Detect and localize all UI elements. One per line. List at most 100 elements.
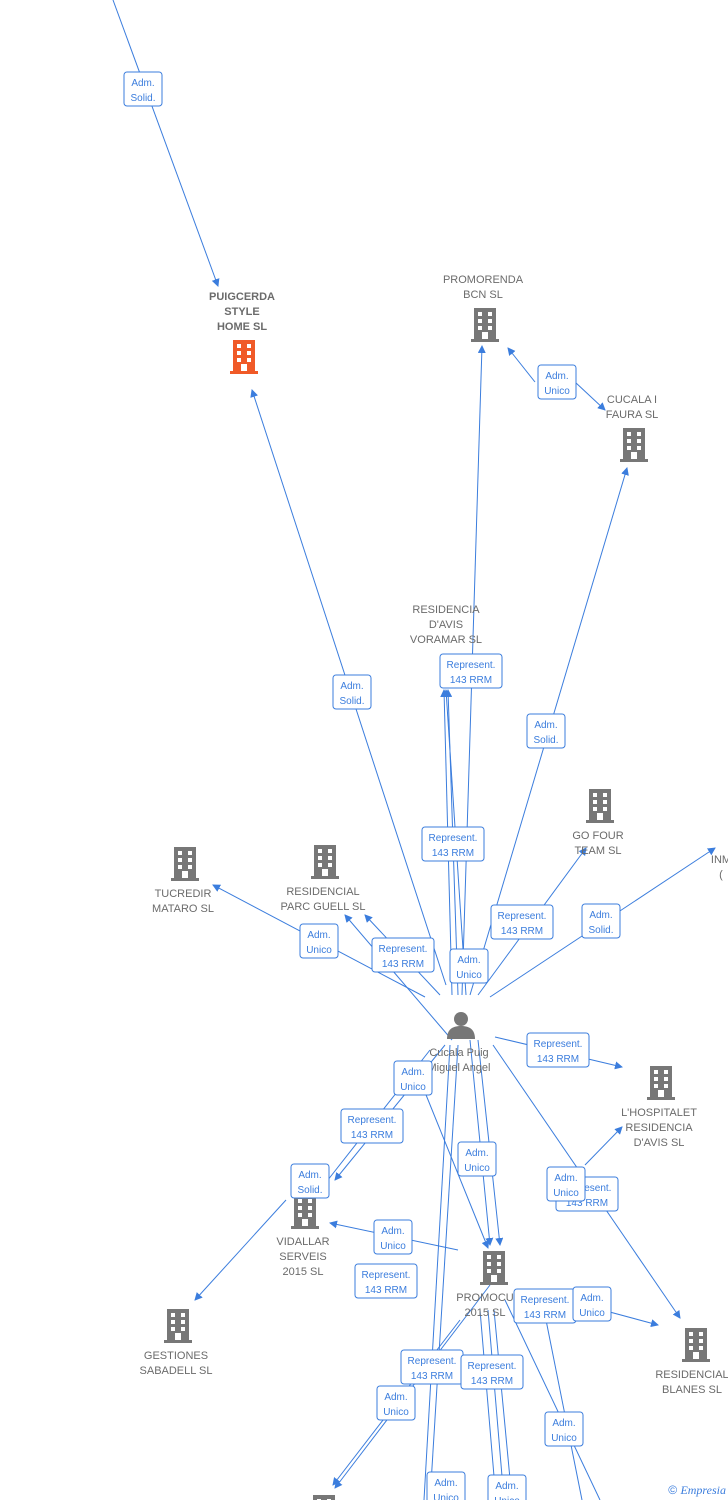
edge-label-4[interactable]: Adm.Solid. <box>526 713 566 749</box>
edge-label-25[interactable]: Adm.Unico <box>544 1411 584 1447</box>
edge-label-8[interactable]: Represent.143 RRM <box>371 937 435 973</box>
edge-label-9[interactable]: Adm.Unico <box>449 948 489 984</box>
node-label-line: PUIGCERDA <box>209 291 275 303</box>
edge-label-18[interactable]: Adm.Unico <box>373 1219 413 1255</box>
node-label-line: GESTIONES <box>144 1350 208 1362</box>
edge-29 <box>479 1309 497 1500</box>
building-icon <box>682 1328 710 1362</box>
edge-label-text: Solid. <box>130 93 155 104</box>
edge-label-11[interactable]: Represent. 143 RRM <box>526 1032 590 1068</box>
edge-label-box <box>526 713 566 749</box>
edge-label-27[interactable]: Adm.Unico <box>487 1474 527 1500</box>
edge-label-21[interactable]: Adm.Unico <box>572 1286 612 1322</box>
edge-label-24[interactable]: Adm.Unico <box>376 1385 416 1421</box>
node-label-line: CUCALA I <box>607 394 657 406</box>
edge-label-text: 143 RRM <box>537 1054 579 1065</box>
edge-label-text: 143 RRM <box>501 926 543 937</box>
building-icon <box>586 789 614 823</box>
edge-label-text: Unico <box>400 1082 426 1093</box>
node-label-line: SABADELL SL <box>140 1365 213 1377</box>
node-label-line: PROMORENDA <box>443 274 524 286</box>
edge-label-text: 143 RRM <box>351 1130 393 1141</box>
node-label-line: L'HOSPITALET <box>621 1107 697 1119</box>
edge-label-14[interactable]: Adm.Unico <box>457 1141 497 1177</box>
edge-label-box <box>354 1263 418 1299</box>
node-label-line: TEAM SL <box>574 845 621 857</box>
node-label-line: Cucala Puig <box>429 1047 488 1059</box>
edge-label-1[interactable]: Adm.Unico <box>537 364 577 400</box>
edge-label-19[interactable]: Represent.143 RRM <box>354 1263 418 1299</box>
edge-label-text: 143 RRM <box>411 1371 453 1382</box>
edge-label-box <box>544 1411 584 1447</box>
building-icon <box>171 847 199 881</box>
edge-label-box <box>371 937 435 973</box>
node-inm[interactable]: INM( <box>711 854 728 881</box>
edge-label-15[interactable]: Adm.Solid. <box>290 1163 330 1199</box>
building-icon <box>164 1309 192 1343</box>
edge-label-10[interactable]: Adm.Solid. <box>581 903 621 939</box>
edge-label-2[interactable]: Represent.143 RRM <box>439 653 503 689</box>
building-icon <box>230 340 258 374</box>
node-label-line: 2015 SL <box>465 1307 506 1319</box>
edge-label-text: Unico <box>380 1241 406 1252</box>
footer-brand[interactable]: © Empresia <box>668 1483 726 1498</box>
edge-label-26[interactable]: Adm.Unico <box>426 1471 466 1500</box>
node-label-line: ( <box>719 869 723 881</box>
edge-label-box <box>526 1032 590 1068</box>
brand-name: Empresia <box>680 1483 726 1497</box>
node-label-line: MATARO SL <box>152 903 214 915</box>
node-bottom-node[interactable] <box>310 1495 338 1500</box>
edge-label-text: Unico <box>579 1308 605 1319</box>
edge-label-12[interactable]: Adm. Unico <box>393 1060 433 1096</box>
building-icon <box>480 1251 508 1285</box>
edge-label-text: Represent. <box>521 1295 570 1306</box>
building-icon <box>647 1066 675 1100</box>
edge-label-7[interactable]: Adm.Unico <box>299 923 339 959</box>
node-gestiones[interactable]: GESTIONES SABADELL SL <box>140 1309 213 1377</box>
edge-label-box <box>487 1474 527 1500</box>
edge-label-text: Represent. <box>408 1356 457 1367</box>
edge-label-text: Adm. <box>457 955 480 966</box>
edge-label-text: 143 RRM <box>566 1198 608 1209</box>
edge-label-text: Adm. <box>401 1067 424 1078</box>
edge-label-6[interactable]: Represent.143 RRM <box>490 904 554 940</box>
edge-label-0[interactable]: Adm.Solid. <box>123 71 163 107</box>
building-icon <box>620 428 648 462</box>
edge-label-text: 143 RRM <box>450 675 492 686</box>
edge-label-box <box>439 653 503 689</box>
edge-label-5[interactable]: Represent.143 RRM <box>421 826 485 862</box>
edge-label-box <box>546 1166 586 1202</box>
edge-label-17[interactable]: Adm.Unico <box>546 1166 586 1202</box>
edge-line <box>194 1199 287 1301</box>
edge-label-text: Represent. <box>563 1183 612 1194</box>
edge-label-22[interactable]: Represent. 143 RRM <box>400 1349 464 1385</box>
building-icon <box>291 1195 319 1229</box>
edge-label-20[interactable]: Represent.143 RRM <box>513 1288 577 1324</box>
edge-label-13[interactable]: Represent.143 RRM <box>340 1108 404 1144</box>
node-label-line: D'AVIS <box>429 619 463 631</box>
edge-label-text: Represent. <box>534 1039 583 1050</box>
edge-label-text: Adm. <box>298 1170 321 1181</box>
edge-label-23[interactable]: Represent.143 RRM <box>460 1354 524 1390</box>
edge-label-3[interactable]: Adm.Solid. <box>332 674 372 710</box>
person-icon <box>447 1012 475 1039</box>
edge-label-text: Adm. <box>465 1148 488 1159</box>
node-label-line: PARC GUELL SL <box>281 901 366 913</box>
edge-label-text: Adm. <box>384 1392 407 1403</box>
